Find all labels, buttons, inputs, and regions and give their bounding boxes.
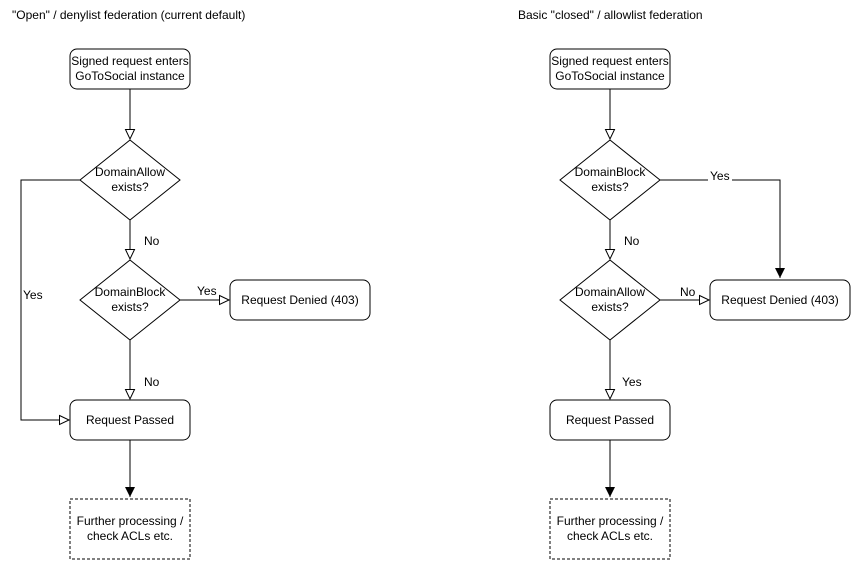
node-left-start-box xyxy=(69,48,191,90)
node-right-domainallow-diamond xyxy=(559,259,661,341)
node-left-domainblock-diamond xyxy=(79,259,181,341)
edge-left-domainallow-yes-to-passed xyxy=(20,179,80,426)
node-left-denied-box xyxy=(229,279,371,321)
node-right-start-box xyxy=(549,48,671,90)
node-right-passed-box xyxy=(549,399,671,441)
node-left-domainallow-diamond xyxy=(79,139,181,221)
node-right-domainblock-diamond xyxy=(559,139,661,221)
left-flowchart-title: "Open" / denylist federation (current de… xyxy=(12,8,246,22)
node-right-further-box xyxy=(549,498,671,560)
node-right-denied-box xyxy=(709,279,851,321)
node-left-passed-box xyxy=(69,399,191,441)
edge-right-domainblock-yes-to-denied xyxy=(660,179,785,278)
right-flowchart-title: Basic "closed" / allowlist federation xyxy=(518,8,703,22)
node-left-further-box xyxy=(69,498,191,560)
